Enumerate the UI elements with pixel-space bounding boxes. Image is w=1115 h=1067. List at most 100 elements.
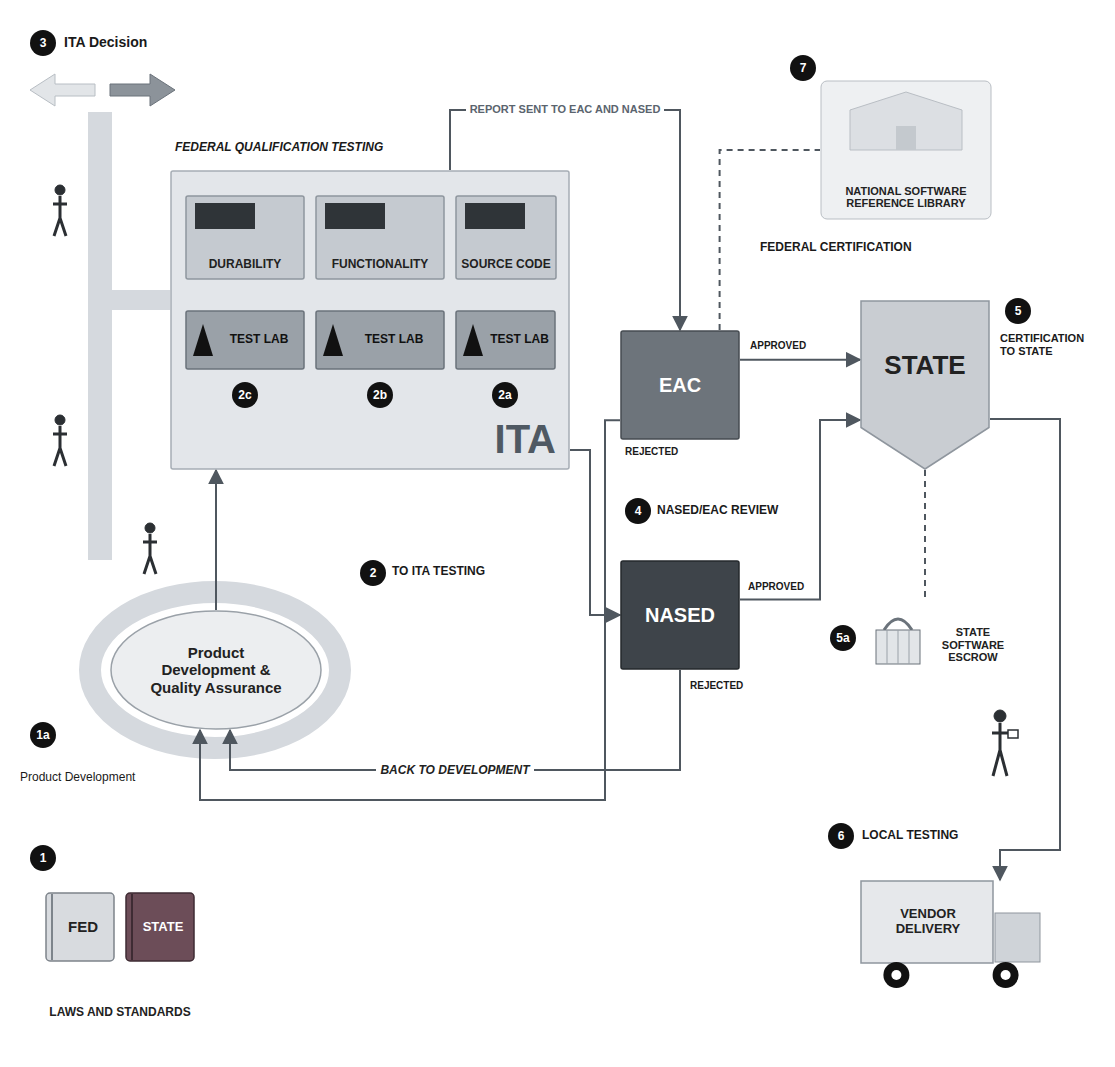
- box-outline: [821, 81, 991, 219]
- book-node: FED: [45, 892, 115, 962]
- wheel-hub: [891, 970, 901, 980]
- basket-weave: [909, 630, 910, 664]
- decision-arrow: [110, 74, 175, 106]
- box-outline: [126, 893, 194, 961]
- book-spine: [51, 894, 53, 960]
- caption-text: FEDERAL CERTIFICATION: [760, 240, 912, 254]
- testlab-node: TEST LAB: [315, 310, 445, 370]
- conveyor-road: [100, 290, 170, 310]
- node-label: NATIONAL SOFTWARE REFERENCE LIBRARY: [830, 185, 982, 210]
- basket-weave: [898, 630, 899, 664]
- rect-node: NASED: [620, 560, 740, 670]
- decision-arrow: [30, 74, 95, 106]
- callout-number: 5: [1005, 298, 1031, 324]
- lab-screen: [325, 203, 385, 229]
- truck-cab: [995, 913, 1040, 962]
- caption-text: FEDERAL QUALIFICATION TESTING: [175, 140, 383, 154]
- node-label: Product Development & Quality Assurance: [140, 644, 292, 696]
- box-outline: [621, 561, 739, 669]
- building-node: NATIONAL SOFTWARE REFERENCE LIBRARY: [820, 80, 992, 220]
- library-door: [896, 126, 916, 150]
- node-label: DURABILITY: [209, 258, 282, 272]
- lab-doorway: [463, 324, 483, 356]
- box-outline: [456, 196, 556, 279]
- node-label: STATE: [884, 351, 965, 381]
- node-label: NASED: [645, 604, 715, 627]
- callout-number: 1a: [30, 722, 56, 748]
- person-figure: [143, 523, 157, 574]
- flow-connector: [215, 470, 217, 610]
- node-label: TEST LAB: [365, 333, 424, 347]
- caption-text: APPROVED: [750, 340, 806, 352]
- rect-node: ITA DURABILITY FUNCTIONALITY SOURCE CODE TES…: [170, 170, 570, 470]
- node-label: EAC: [659, 374, 701, 397]
- sign-outline: [861, 301, 989, 469]
- node-label: FUNCTIONALITY: [332, 258, 429, 272]
- plain-node: LAWS AND STANDARDSFEDSTATE: [30, 880, 210, 1030]
- lab-screen: [195, 203, 255, 229]
- truck-node: VENDOR DELIVERY: [860, 880, 1042, 990]
- box-outline: [316, 196, 444, 279]
- callout-number: 6: [828, 823, 854, 849]
- flow-connector: [740, 359, 860, 361]
- callout-number: 5a: [830, 625, 856, 651]
- callout-number: 2a: [492, 382, 518, 408]
- basket-node: STATE SOFTWARE ESCROW: [870, 600, 1022, 690]
- basket-handle: [884, 619, 912, 630]
- caption-text: REJECTED: [690, 680, 743, 692]
- sign-node: STATE: [860, 300, 990, 470]
- callout-number: 2b: [367, 382, 393, 408]
- testlab-node: TEST LAB: [185, 310, 305, 370]
- callout-number: 2: [360, 560, 386, 586]
- truck-wheel: [883, 962, 909, 988]
- caption-text: TO ITA TESTING: [392, 564, 485, 578]
- testlab-node: TEST LAB: [455, 310, 556, 370]
- box-outline: [316, 311, 444, 369]
- conveyor-road: [88, 112, 112, 560]
- node-label: SOURCE CODE: [461, 258, 550, 272]
- book-node: STATE: [125, 892, 195, 962]
- node-label: TEST LAB: [490, 333, 549, 347]
- box-outline: [621, 331, 739, 439]
- caption-text: CERTIFICATION TO STATE: [1000, 332, 1100, 358]
- node-label: STATE: [143, 920, 184, 935]
- callout-number: 4: [625, 498, 651, 524]
- person-figure: [53, 415, 67, 466]
- lab-node: DURABILITY: [185, 195, 305, 280]
- person-figure: [53, 185, 67, 236]
- sign-shape: [860, 300, 990, 470]
- escrow-basket: [876, 630, 920, 664]
- box-outline: [171, 171, 569, 469]
- connector-label: BACK TO DEVELOPMENT: [376, 762, 533, 778]
- flow-connector: [200, 420, 620, 800]
- caption-text: Product Development: [20, 770, 135, 784]
- connector-label: REPORT SENT TO EAC AND NASED: [466, 102, 665, 117]
- box-outline: [46, 893, 114, 961]
- node-label: FED: [68, 918, 98, 935]
- basket-weave: [887, 630, 888, 664]
- truck-wheel: [993, 962, 1019, 988]
- box-outline: [186, 311, 304, 369]
- ellipse-node: Product Development & Quality Assurance: [110, 610, 322, 730]
- caption-text: LOCAL TESTING: [862, 828, 958, 842]
- lab-node: FUNCTIONALITY: [315, 195, 445, 280]
- flow-connector: [570, 450, 620, 615]
- caption-text: APPROVED: [748, 581, 804, 593]
- caption-text: REJECTED: [625, 446, 678, 458]
- development-loop: [90, 592, 340, 748]
- truck-body: [861, 881, 993, 963]
- node-label: ITA: [495, 416, 556, 462]
- ellipse-outline: [111, 611, 321, 729]
- callout-number: 2c: [232, 382, 258, 408]
- book-spine: [131, 894, 133, 960]
- person-figure: [992, 710, 1018, 776]
- lab-doorway: [323, 324, 343, 356]
- callout-number: 7: [790, 55, 816, 81]
- node-label: TEST LAB: [230, 333, 289, 347]
- library-building: [850, 92, 962, 150]
- lab-node: SOURCE CODE: [455, 195, 557, 280]
- callout-number: 1: [30, 845, 56, 871]
- callout-number: 3: [30, 30, 56, 56]
- flow-connector: [924, 470, 926, 600]
